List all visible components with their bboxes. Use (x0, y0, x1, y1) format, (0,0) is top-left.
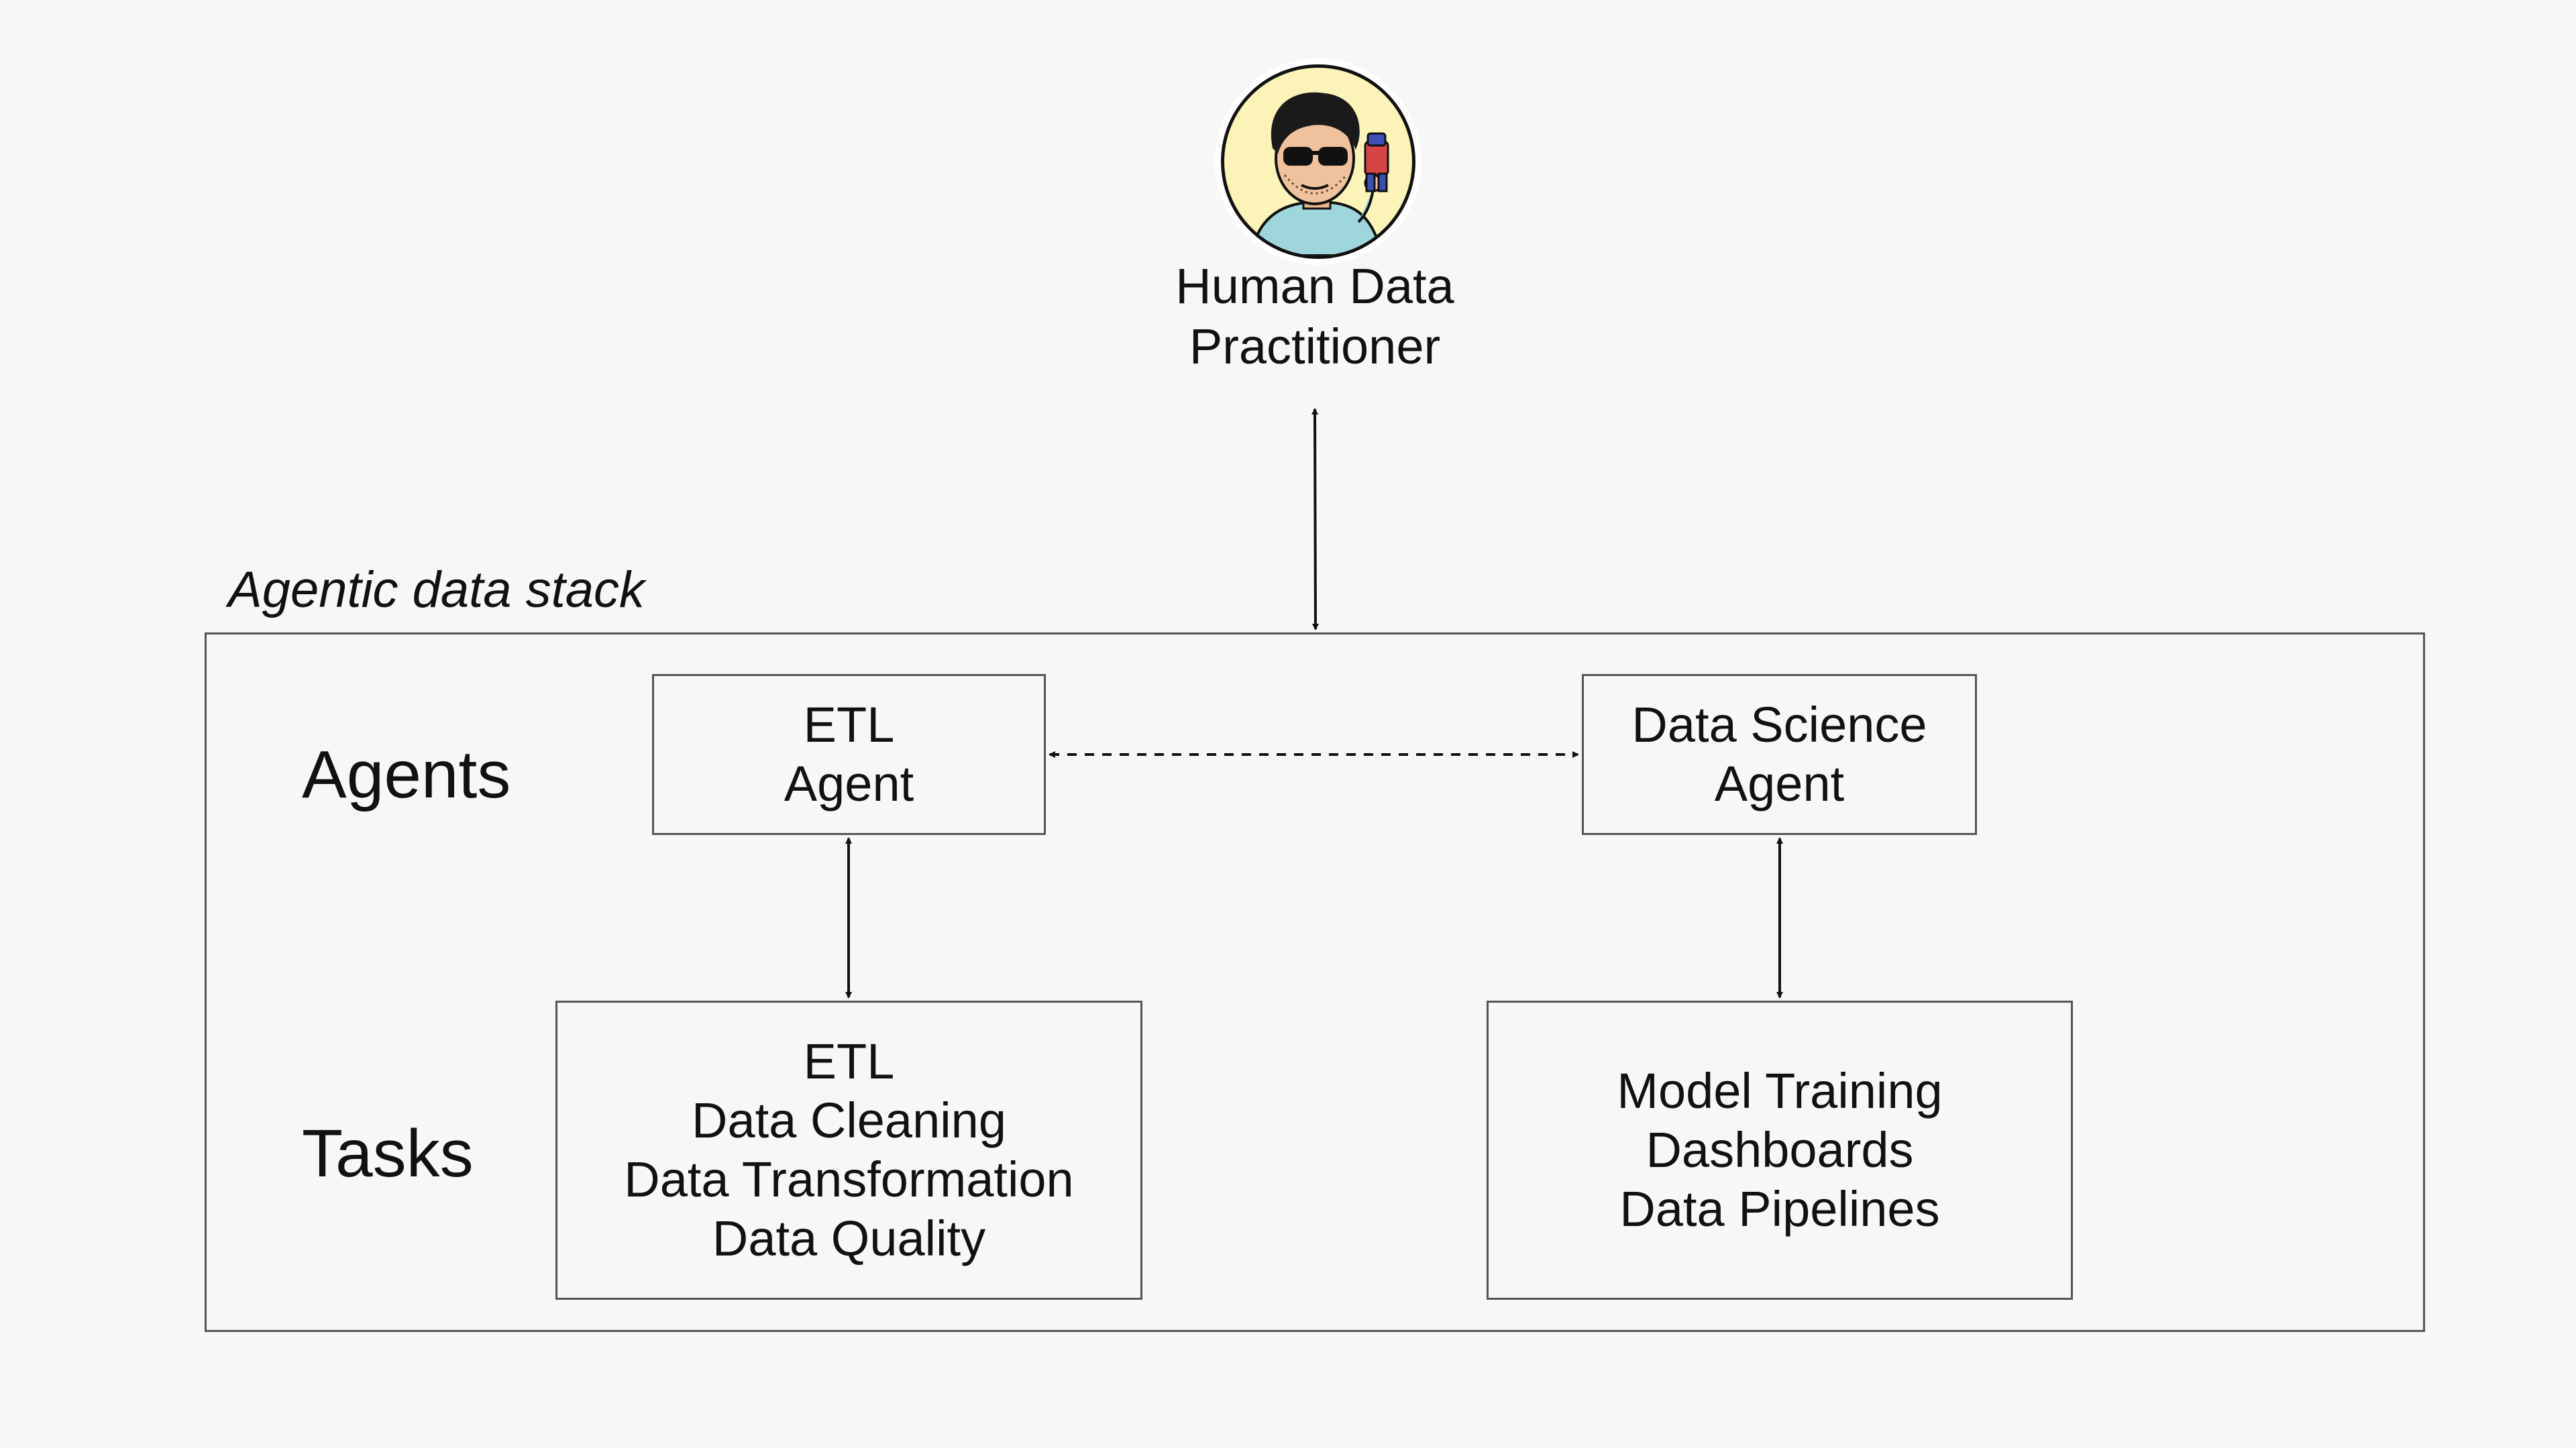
human-label-line2: Practitioner (1189, 319, 1441, 374)
human-to-stack-arrow (1311, 408, 1319, 630)
tasks-row-label: Tasks (302, 1116, 474, 1191)
human-avatar (1221, 64, 1415, 259)
etl-agent-line2: Agent (784, 756, 914, 812)
stack-title: Agentic data stack (228, 561, 645, 618)
ds-task-item: Model Training (1617, 1063, 1943, 1119)
data-science-agent-line1: Data Science (1631, 697, 1927, 753)
etl-agent-line1: ETL (803, 697, 895, 753)
etl-tasks-box: ETL Data Cleaning Data Transformation Da… (555, 1001, 1142, 1300)
data-science-agent-box: Data Science Agent (1582, 674, 1977, 835)
agents-row-label: Agents (302, 737, 511, 812)
etl-task-item: Data Quality (712, 1211, 986, 1266)
ds-task-item: Dashboards (1646, 1122, 1914, 1178)
human-data-practitioner-label: Human Data Practitioner (1087, 256, 1543, 377)
etl-agent-box: ETL Agent (652, 674, 1046, 835)
data-science-agent-line2: Agent (1714, 756, 1845, 812)
etl-task-item: ETL (803, 1034, 895, 1089)
etl-task-item: Data Cleaning (692, 1093, 1006, 1148)
etl-task-item: Data Transformation (624, 1152, 1074, 1207)
agentic-data-stack-container (205, 632, 2425, 1332)
data-science-tasks-box: Model Training Dashboards Data Pipelines (1487, 1001, 2073, 1300)
human-label-line1: Human Data (1175, 258, 1454, 314)
person-illustration-icon (1249, 92, 1389, 256)
ds-task-item: Data Pipelines (1619, 1181, 1940, 1237)
